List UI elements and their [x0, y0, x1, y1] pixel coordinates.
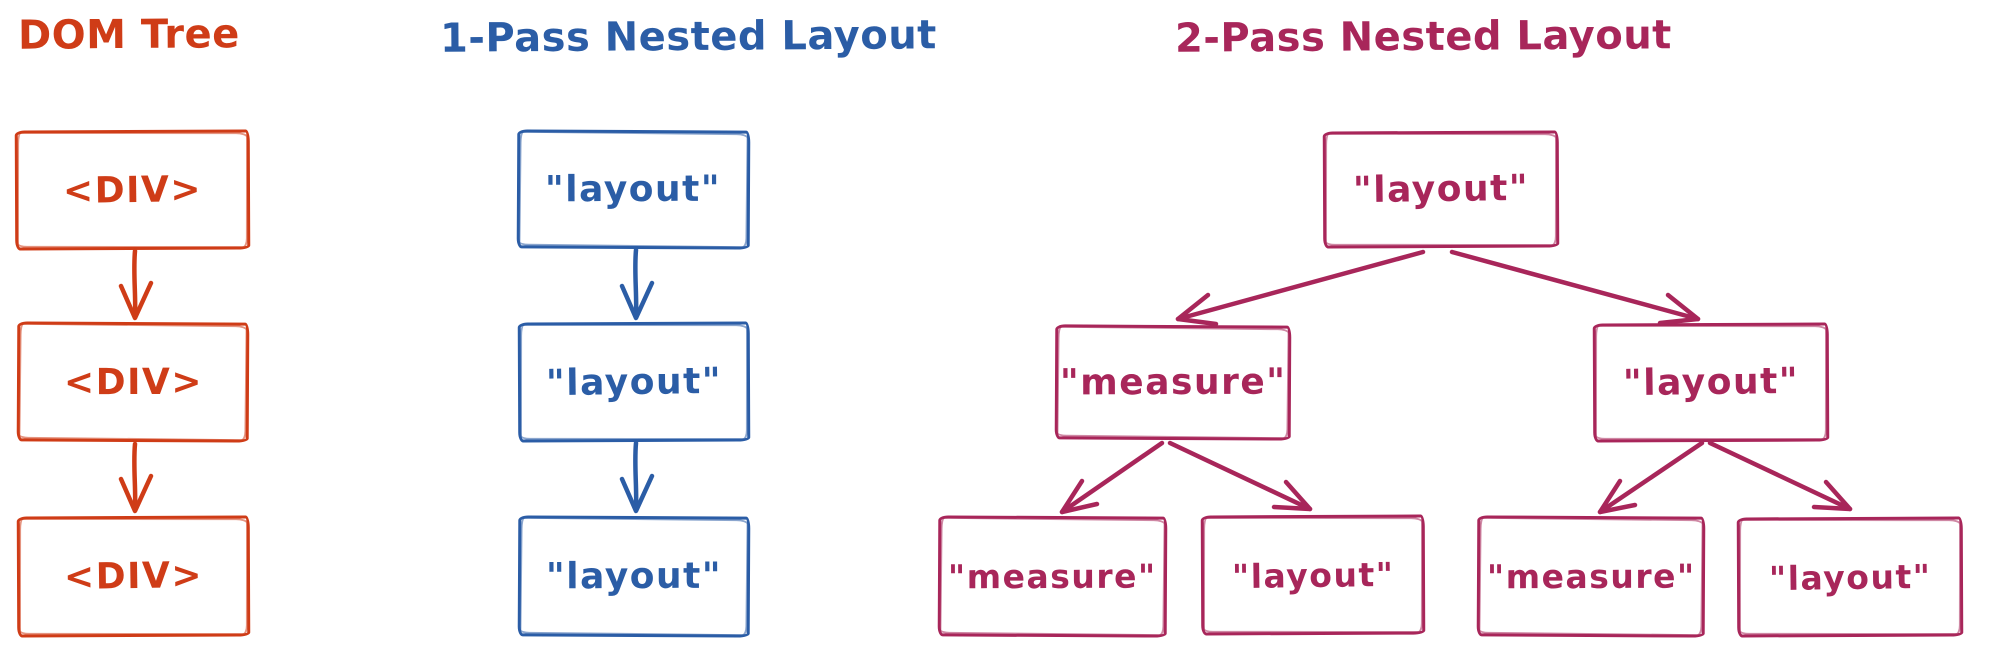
arrowhead	[1175, 292, 1219, 327]
pass1-node-box-2: "layout"	[517, 321, 751, 443]
pass2-leaf-layout-box-1: "layout"	[1200, 514, 1426, 636]
pass1-node-box-1: "layout"	[516, 129, 751, 250]
pass2-node-label: "measure"	[1059, 361, 1287, 404]
pass2-node-label: "layout"	[1622, 360, 1800, 405]
pass2-leaf-measure-box-2: "measure"	[1476, 515, 1706, 638]
arrow-diag	[1449, 249, 1701, 322]
section-title-1-pass-nested-layout: 1-Pass Nested Layout	[439, 12, 937, 62]
arrow-down	[132, 248, 138, 319]
arrowhead	[619, 280, 655, 321]
dom-node-box-3: <DIV>	[16, 515, 251, 638]
dom-node-label: <DIV>	[63, 361, 203, 403]
arrow-down	[633, 247, 639, 319]
arrow-diag	[1175, 249, 1426, 322]
dom-node-label: <DIV>	[63, 555, 204, 598]
arrow-down	[132, 441, 138, 512]
pass1-node-label: "layout"	[545, 360, 723, 404]
pass2-node-label: "layout"	[1231, 554, 1395, 596]
arrowhead	[1059, 478, 1100, 515]
pass1-node-label: "layout"	[545, 168, 722, 211]
arrow-diag	[1167, 440, 1313, 512]
arrowhead	[1811, 479, 1853, 512]
arrowhead	[619, 473, 655, 514]
arrow-diag	[1059, 440, 1165, 515]
section-title-dom-tree: DOM Tree	[17, 11, 240, 59]
arrow-diag	[1597, 440, 1705, 515]
dom-node-label: <DIV>	[62, 168, 203, 212]
arrowhead	[118, 473, 154, 514]
pass1-node-box-3: "layout"	[517, 515, 751, 638]
dom-node-box-1: <DIV>	[14, 129, 251, 251]
pass2-layout-box: "layout"	[1592, 322, 1830, 443]
pass2-node-label: "layout"	[1352, 167, 1530, 212]
dom-node-box-2: <DIV>	[16, 321, 250, 443]
arrow-diag	[1707, 440, 1853, 512]
pass2-leaf-measure-box-1: "measure"	[937, 515, 1168, 638]
pass2-node-label: "layout"	[1768, 556, 1932, 598]
arrowhead	[1657, 292, 1701, 326]
arrowhead	[1271, 479, 1313, 512]
arrow-down	[633, 440, 639, 512]
pass2-node-label: "measure"	[948, 556, 1157, 597]
pass2-node-label: "measure"	[1486, 556, 1696, 597]
arrowhead	[1597, 478, 1638, 515]
section-title-2-pass-nested-layout: 2-Pass Nested Layout	[1174, 12, 1672, 62]
pass1-node-label: "layout"	[545, 555, 723, 598]
pass2-measure-box: "measure"	[1054, 324, 1292, 441]
pass2-root-box: "layout"	[1322, 130, 1560, 249]
arrowhead	[118, 280, 154, 321]
pass2-leaf-layout-box-2: "layout"	[1736, 516, 1964, 638]
